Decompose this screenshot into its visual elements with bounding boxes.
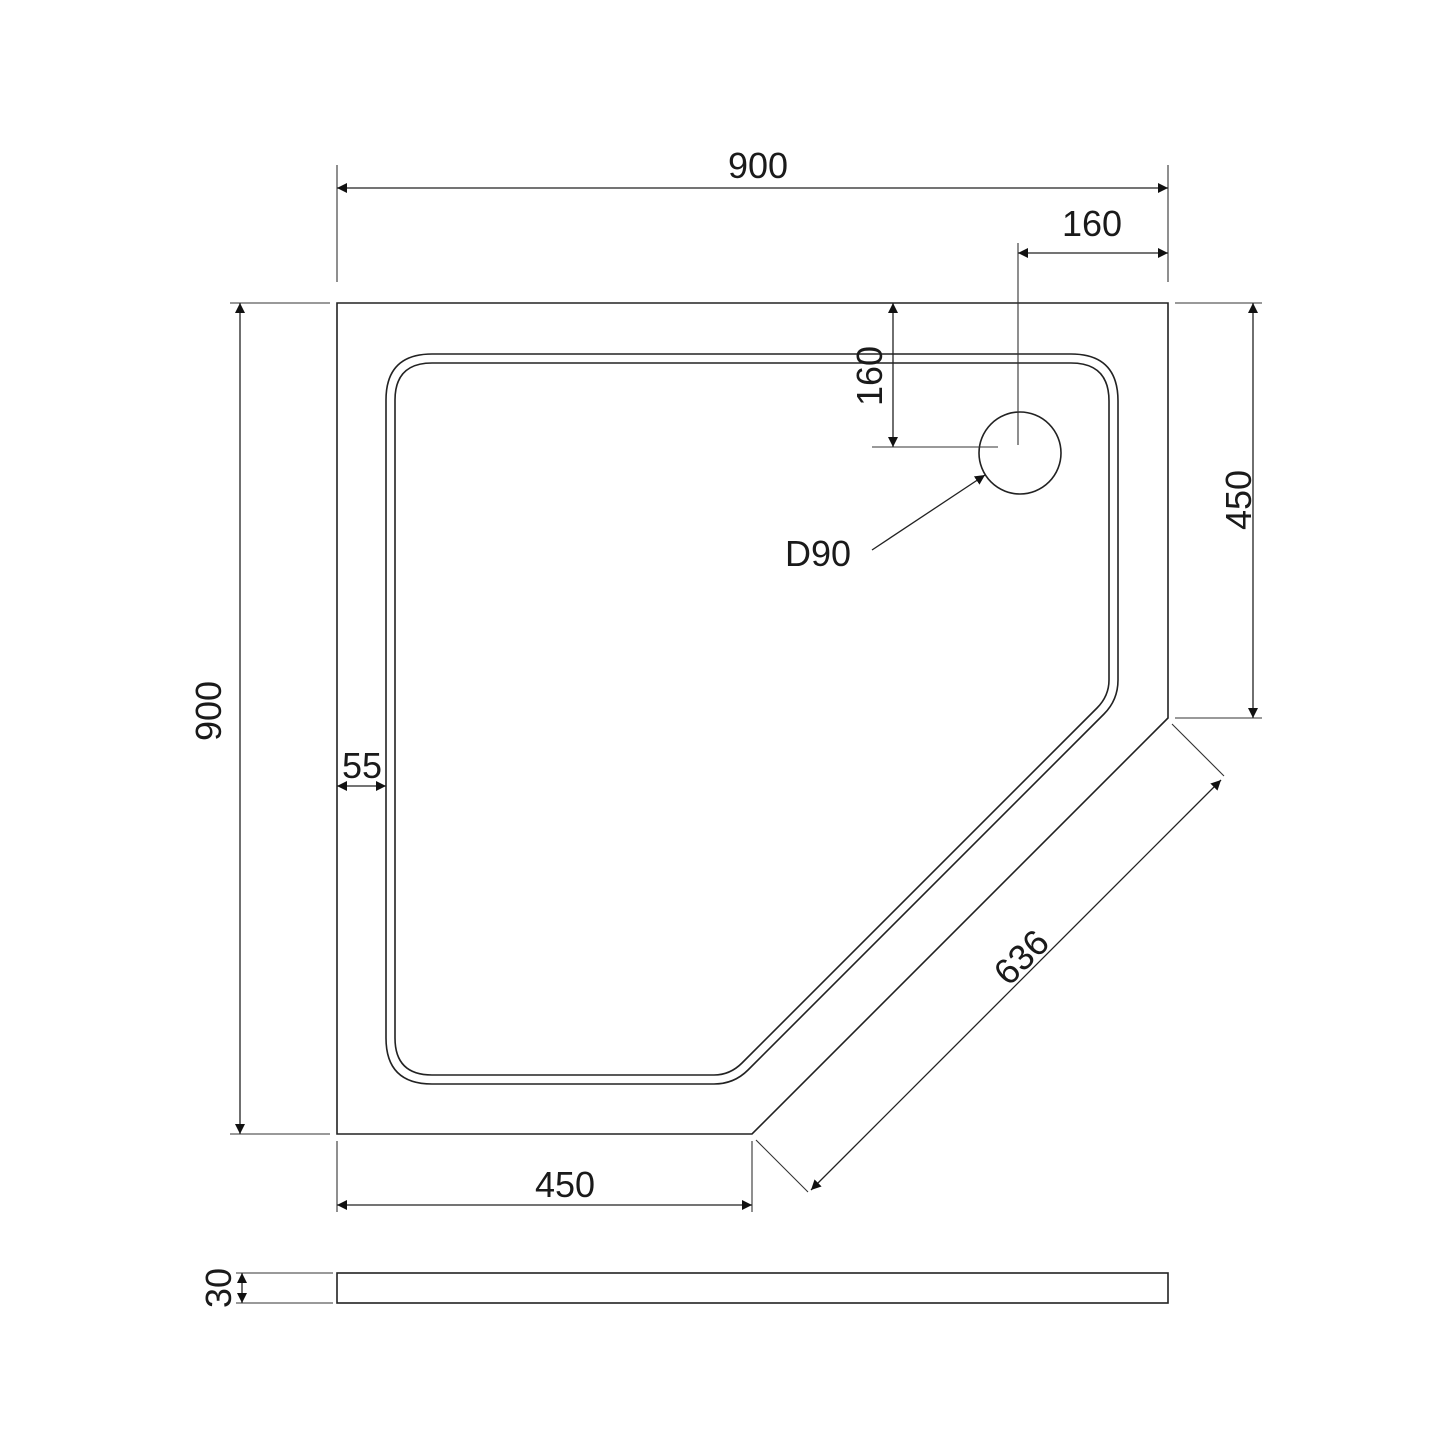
label-rim-width: 55 (342, 745, 382, 786)
label-drain-diameter: D90 (785, 533, 851, 574)
label-right-height: 450 (1218, 470, 1259, 530)
basin-rim-inner (394, 362, 1110, 1076)
label-top-width: 900 (728, 145, 788, 186)
label-tray-height: 30 (198, 1268, 239, 1308)
label-left-height: 900 (188, 681, 229, 741)
label-drain-offset-y: 160 (849, 346, 890, 406)
label-bottom-width: 450 (535, 1164, 595, 1205)
ext-line-diagonal-bottom (755, 1139, 809, 1193)
dim-line-diagonal (810, 779, 1222, 1191)
label-drain-offset-x: 160 (1062, 203, 1122, 244)
label-diagonal: 636 (985, 921, 1056, 992)
drain-circle (978, 411, 1062, 495)
tray-side-profile (336, 1272, 1169, 1304)
ext-line-diagonal-top (1171, 723, 1225, 777)
leader-drain-diameter (871, 474, 986, 551)
tray-outer-outline (336, 302, 1169, 1135)
basin-rim-outer (385, 353, 1119, 1085)
